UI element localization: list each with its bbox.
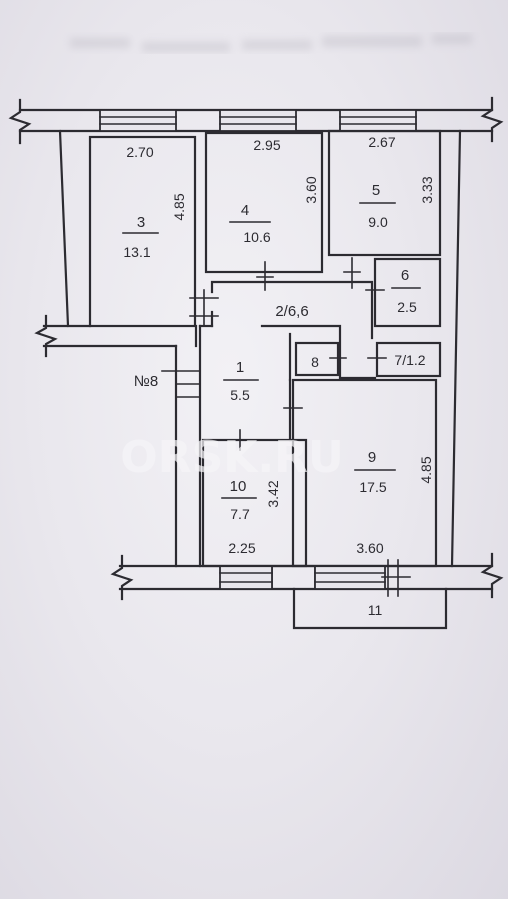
room-10-area: 7.7 xyxy=(230,506,250,522)
corridor-wall-lower xyxy=(260,324,377,380)
bleed-through-smudge xyxy=(70,34,472,52)
room-4-side-dimension: 3.60 xyxy=(303,176,319,203)
room-9-side-dimension: 4.85 xyxy=(418,456,434,483)
room-5-top-dimension: 2.67 xyxy=(368,134,395,150)
balcony-outline xyxy=(292,587,448,630)
labels: 2.70 4.85 3 13.1 2.95 3.60 4 10.6 2.67 3… xyxy=(122,134,435,618)
room-10-outline xyxy=(201,438,308,568)
apartment-number-label: №8 xyxy=(134,373,158,390)
window-room-5 xyxy=(339,109,417,132)
room-1-number: 1 xyxy=(236,359,244,376)
room-4-top-dimension: 2.95 xyxy=(253,137,280,153)
room-9-number: 9 xyxy=(368,449,376,466)
wall-break-top-right xyxy=(480,96,504,143)
window-room-10 xyxy=(219,565,273,590)
right-outer-wall xyxy=(450,129,462,568)
room-9-outline xyxy=(291,378,438,568)
smudge xyxy=(322,36,422,47)
room-3-side-dimension: 4.85 xyxy=(171,193,187,220)
doors xyxy=(161,257,387,451)
window-room-3 xyxy=(99,109,177,132)
watermark: ORSK.RU xyxy=(120,432,343,483)
wall-break-bottom-left xyxy=(110,554,134,601)
window-room-9 xyxy=(314,565,386,590)
smudge xyxy=(142,42,230,52)
room-10-side-dimension: 3.42 xyxy=(265,480,281,507)
wall-break-bottom-right xyxy=(480,552,504,599)
rooms xyxy=(88,129,448,630)
room-6-number: 6 xyxy=(401,267,409,284)
room-2-label: 2/6,6 xyxy=(275,303,308,320)
room-3-outline xyxy=(88,135,197,328)
room-7-label: 7/1.2 xyxy=(394,352,425,368)
room-9-bottom-dimension: 3.60 xyxy=(356,540,383,556)
room-11-number: 11 xyxy=(368,602,383,618)
smudge xyxy=(70,38,130,48)
room-5-outline xyxy=(327,129,442,257)
room-4-outline xyxy=(204,131,324,274)
left-neighbour-wall xyxy=(58,129,70,328)
corridor-wall-upper xyxy=(210,280,374,340)
room-9-area: 17.5 xyxy=(359,479,386,495)
room-3-number: 3 xyxy=(137,214,145,231)
room-3-area: 13.1 xyxy=(123,244,150,260)
window-room-4 xyxy=(219,109,297,132)
room-6-area: 2.5 xyxy=(397,299,417,315)
smudge xyxy=(432,34,472,44)
wall-break-left xyxy=(34,314,58,358)
room-5-side-dimension: 3.33 xyxy=(419,176,435,203)
room-8-number: 8 xyxy=(311,354,319,370)
room-1-area: 5.5 xyxy=(230,387,250,403)
wall-break-top-left xyxy=(8,98,32,145)
room-10-bottom-dimension: 2.25 xyxy=(228,540,255,556)
windows xyxy=(99,109,417,597)
smudge xyxy=(242,40,312,50)
room-5-area: 9.0 xyxy=(368,214,388,230)
walls xyxy=(8,96,504,601)
room-10-number: 10 xyxy=(230,478,247,495)
room-3-top-dimension: 2.70 xyxy=(126,144,153,160)
room-5-number: 5 xyxy=(372,182,380,199)
room-4-area: 10.6 xyxy=(243,229,270,245)
room-4-number: 4 xyxy=(241,202,249,219)
